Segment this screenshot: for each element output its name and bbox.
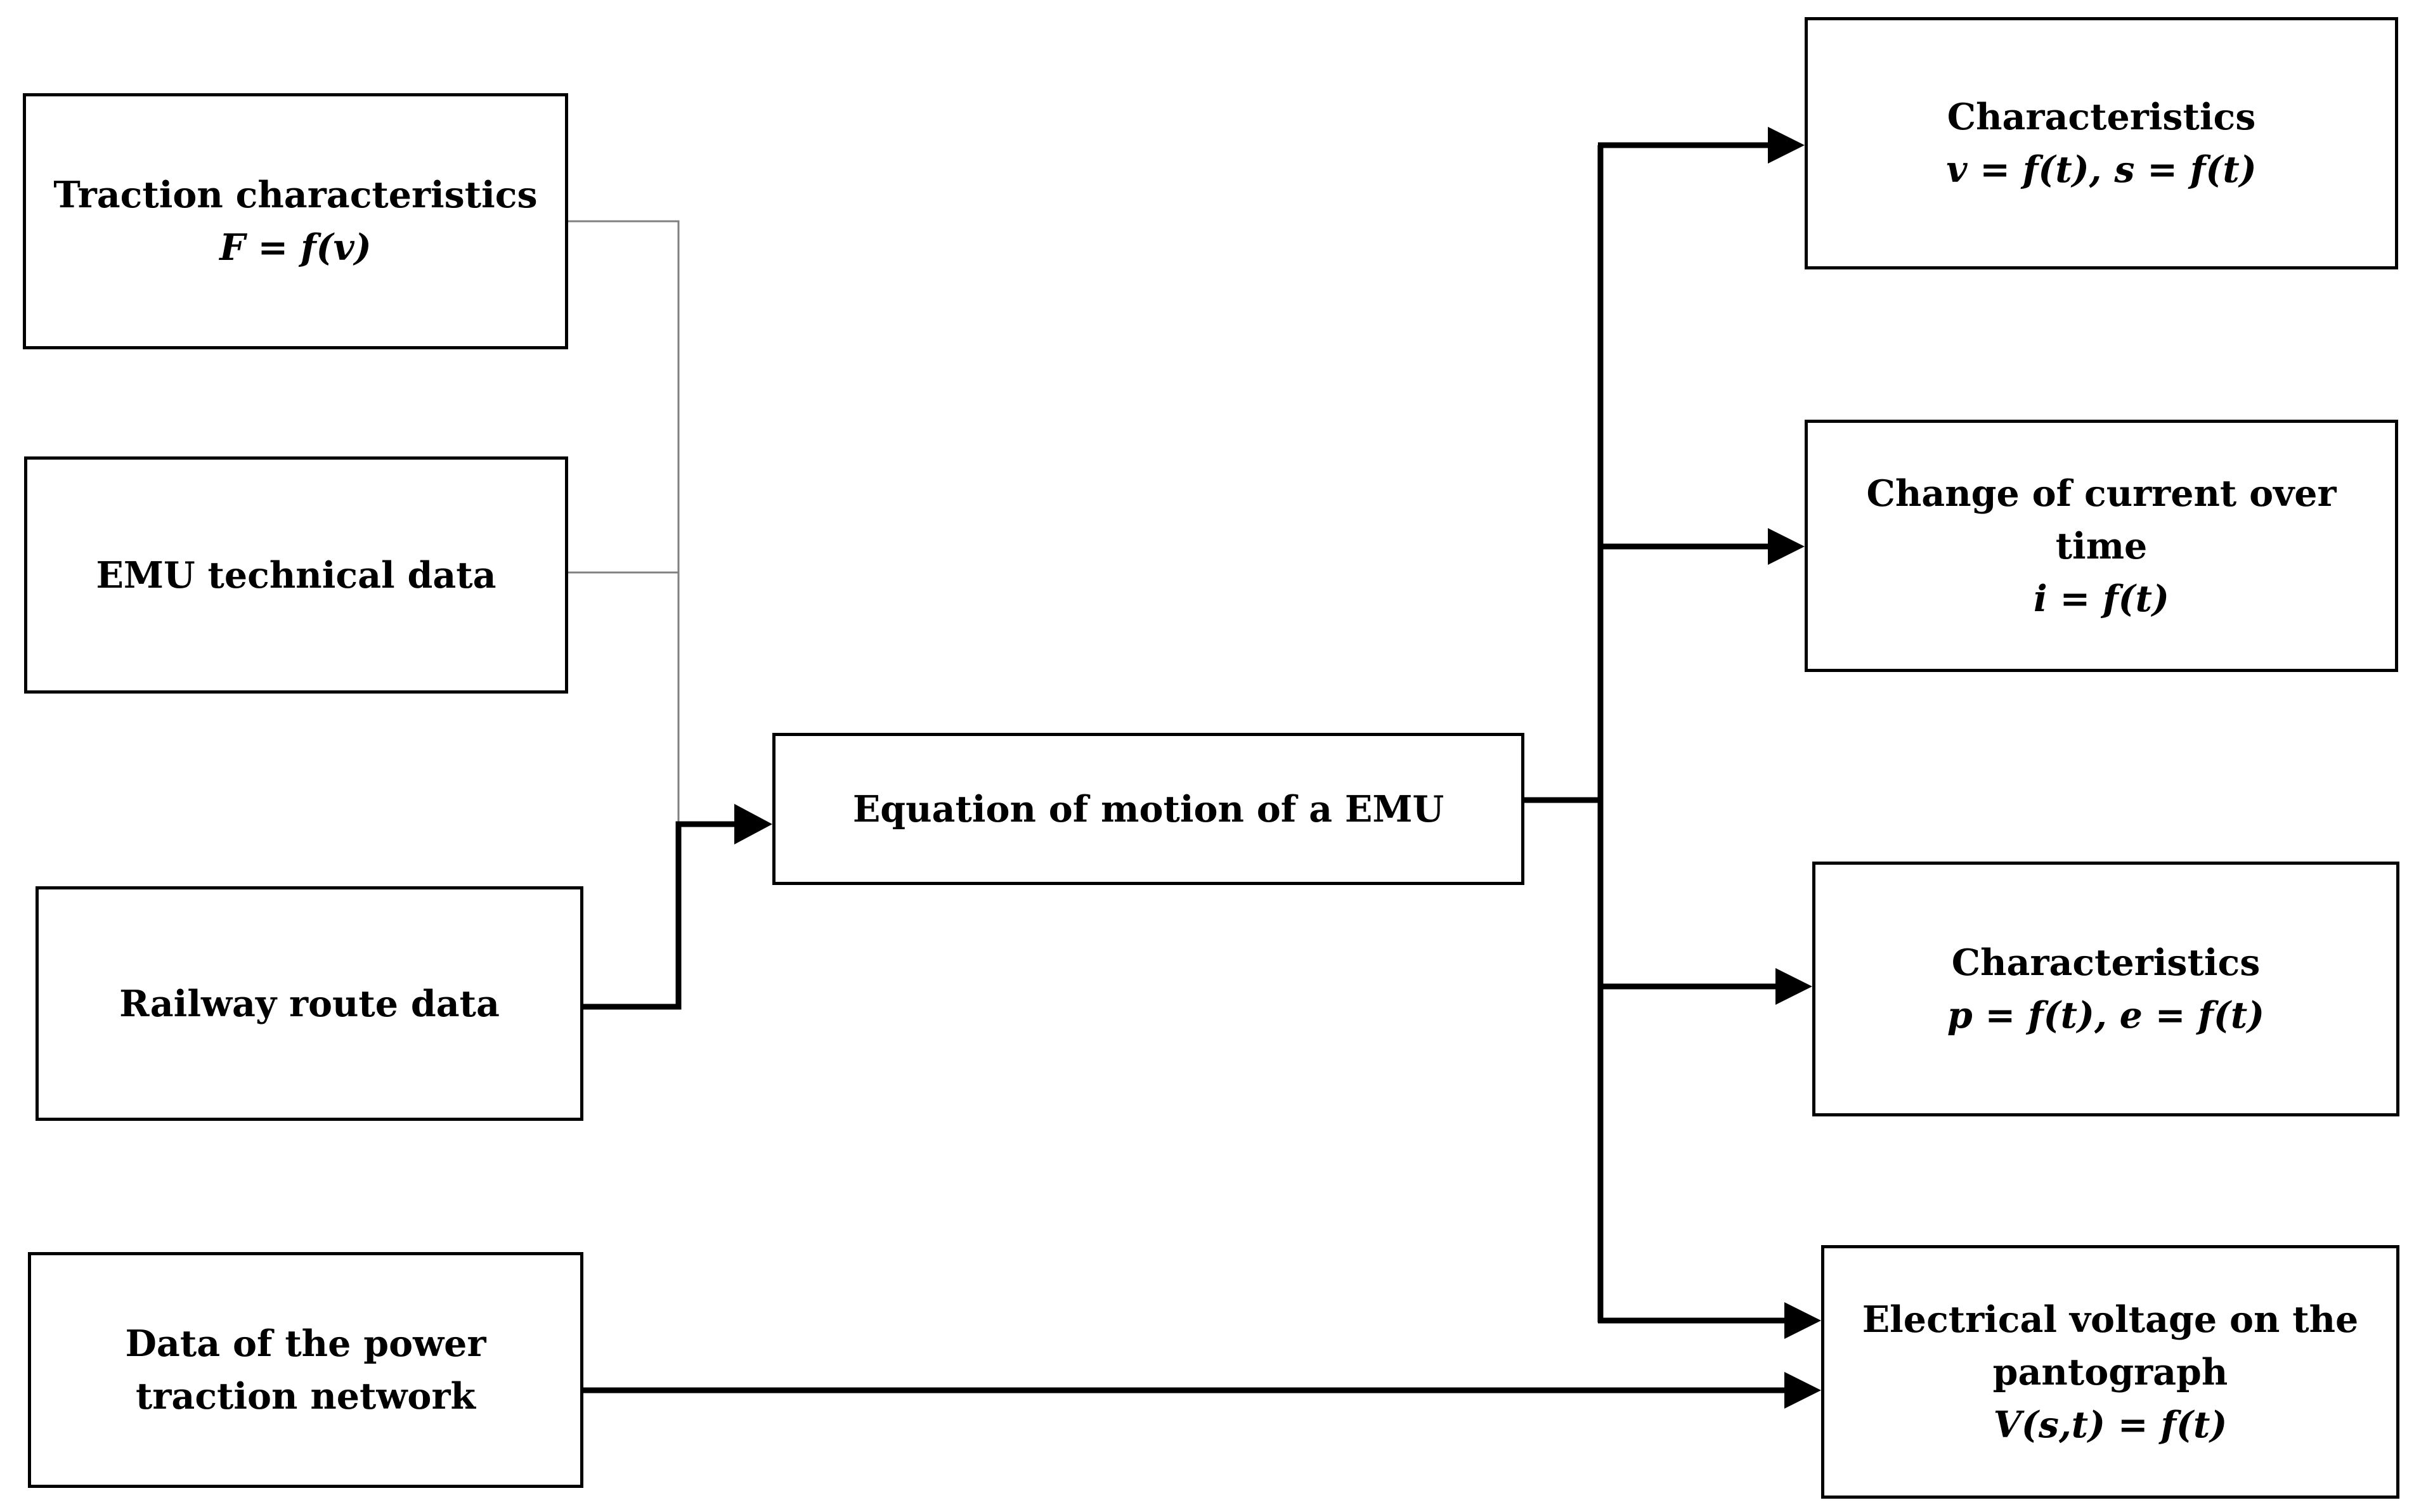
connector-traction-to-merge xyxy=(568,220,680,824)
current-formula: i = f(t) xyxy=(2034,577,2169,620)
current-title-line2: time xyxy=(2055,524,2148,567)
arrowhead-current xyxy=(1768,528,1805,565)
pantograph-voltage-box: Electrical voltage on the pantograph V(s… xyxy=(1821,1245,2399,1499)
traction-characteristics-title: Traction characteristics xyxy=(53,174,538,216)
traction-characteristics-box: Traction characteristics F = f(v) xyxy=(23,93,568,349)
power-traction-network-title-line1: Data of the power xyxy=(125,1322,486,1365)
equation-of-motion-title: Equation of motion of a EMU xyxy=(852,787,1444,830)
arrowhead-power-network xyxy=(1784,1372,1821,1409)
railway-route-data-box: Railway route data xyxy=(36,886,583,1121)
emu-technical-data-box: EMU technical data xyxy=(24,456,568,694)
arrowhead-power-energy xyxy=(1775,968,1812,1005)
speed-distance-characteristics-box: Characteristics v = f(t), s = f(t) xyxy=(1805,17,2398,269)
arrowhead-pantograph-voltage xyxy=(1784,1302,1821,1339)
speed-distance-formula: v = f(t), s = f(t) xyxy=(1946,148,2257,191)
current-over-time-box: Change of current over time i = f(t) xyxy=(1805,420,2398,672)
power-energy-formula: p = f(t), e = f(t) xyxy=(1947,994,2265,1037)
pantograph-voltage-title-line2: pantograph xyxy=(1992,1350,2228,1393)
current-title-line1: Change of current over xyxy=(1866,472,2337,515)
power-traction-network-title-line2: traction network xyxy=(136,1375,476,1418)
pantograph-voltage-formula: V(s,t) = f(t) xyxy=(1993,1403,2228,1446)
speed-distance-title: Characteristics xyxy=(1947,96,2256,138)
arrowhead-speed-distance xyxy=(1768,127,1805,164)
power-traction-network-box: Data of the power traction network xyxy=(28,1252,583,1488)
equation-of-motion-box: Equation of motion of a EMU xyxy=(772,733,1524,885)
emu-technical-data-title: EMU technical data xyxy=(96,553,496,597)
power-energy-title: Characteristics xyxy=(1951,941,2261,984)
traction-characteristics-formula: F = f(v) xyxy=(219,226,372,269)
pantograph-voltage-title-line1: Electrical voltage on the xyxy=(1862,1298,2359,1341)
connector-route-to-equation xyxy=(583,821,736,1010)
arrowhead-equation xyxy=(734,804,772,844)
power-energy-characteristics-box: Characteristics p = f(t), e = f(t) xyxy=(1812,862,2399,1116)
railway-route-data-title: Railway route data xyxy=(119,982,500,1025)
